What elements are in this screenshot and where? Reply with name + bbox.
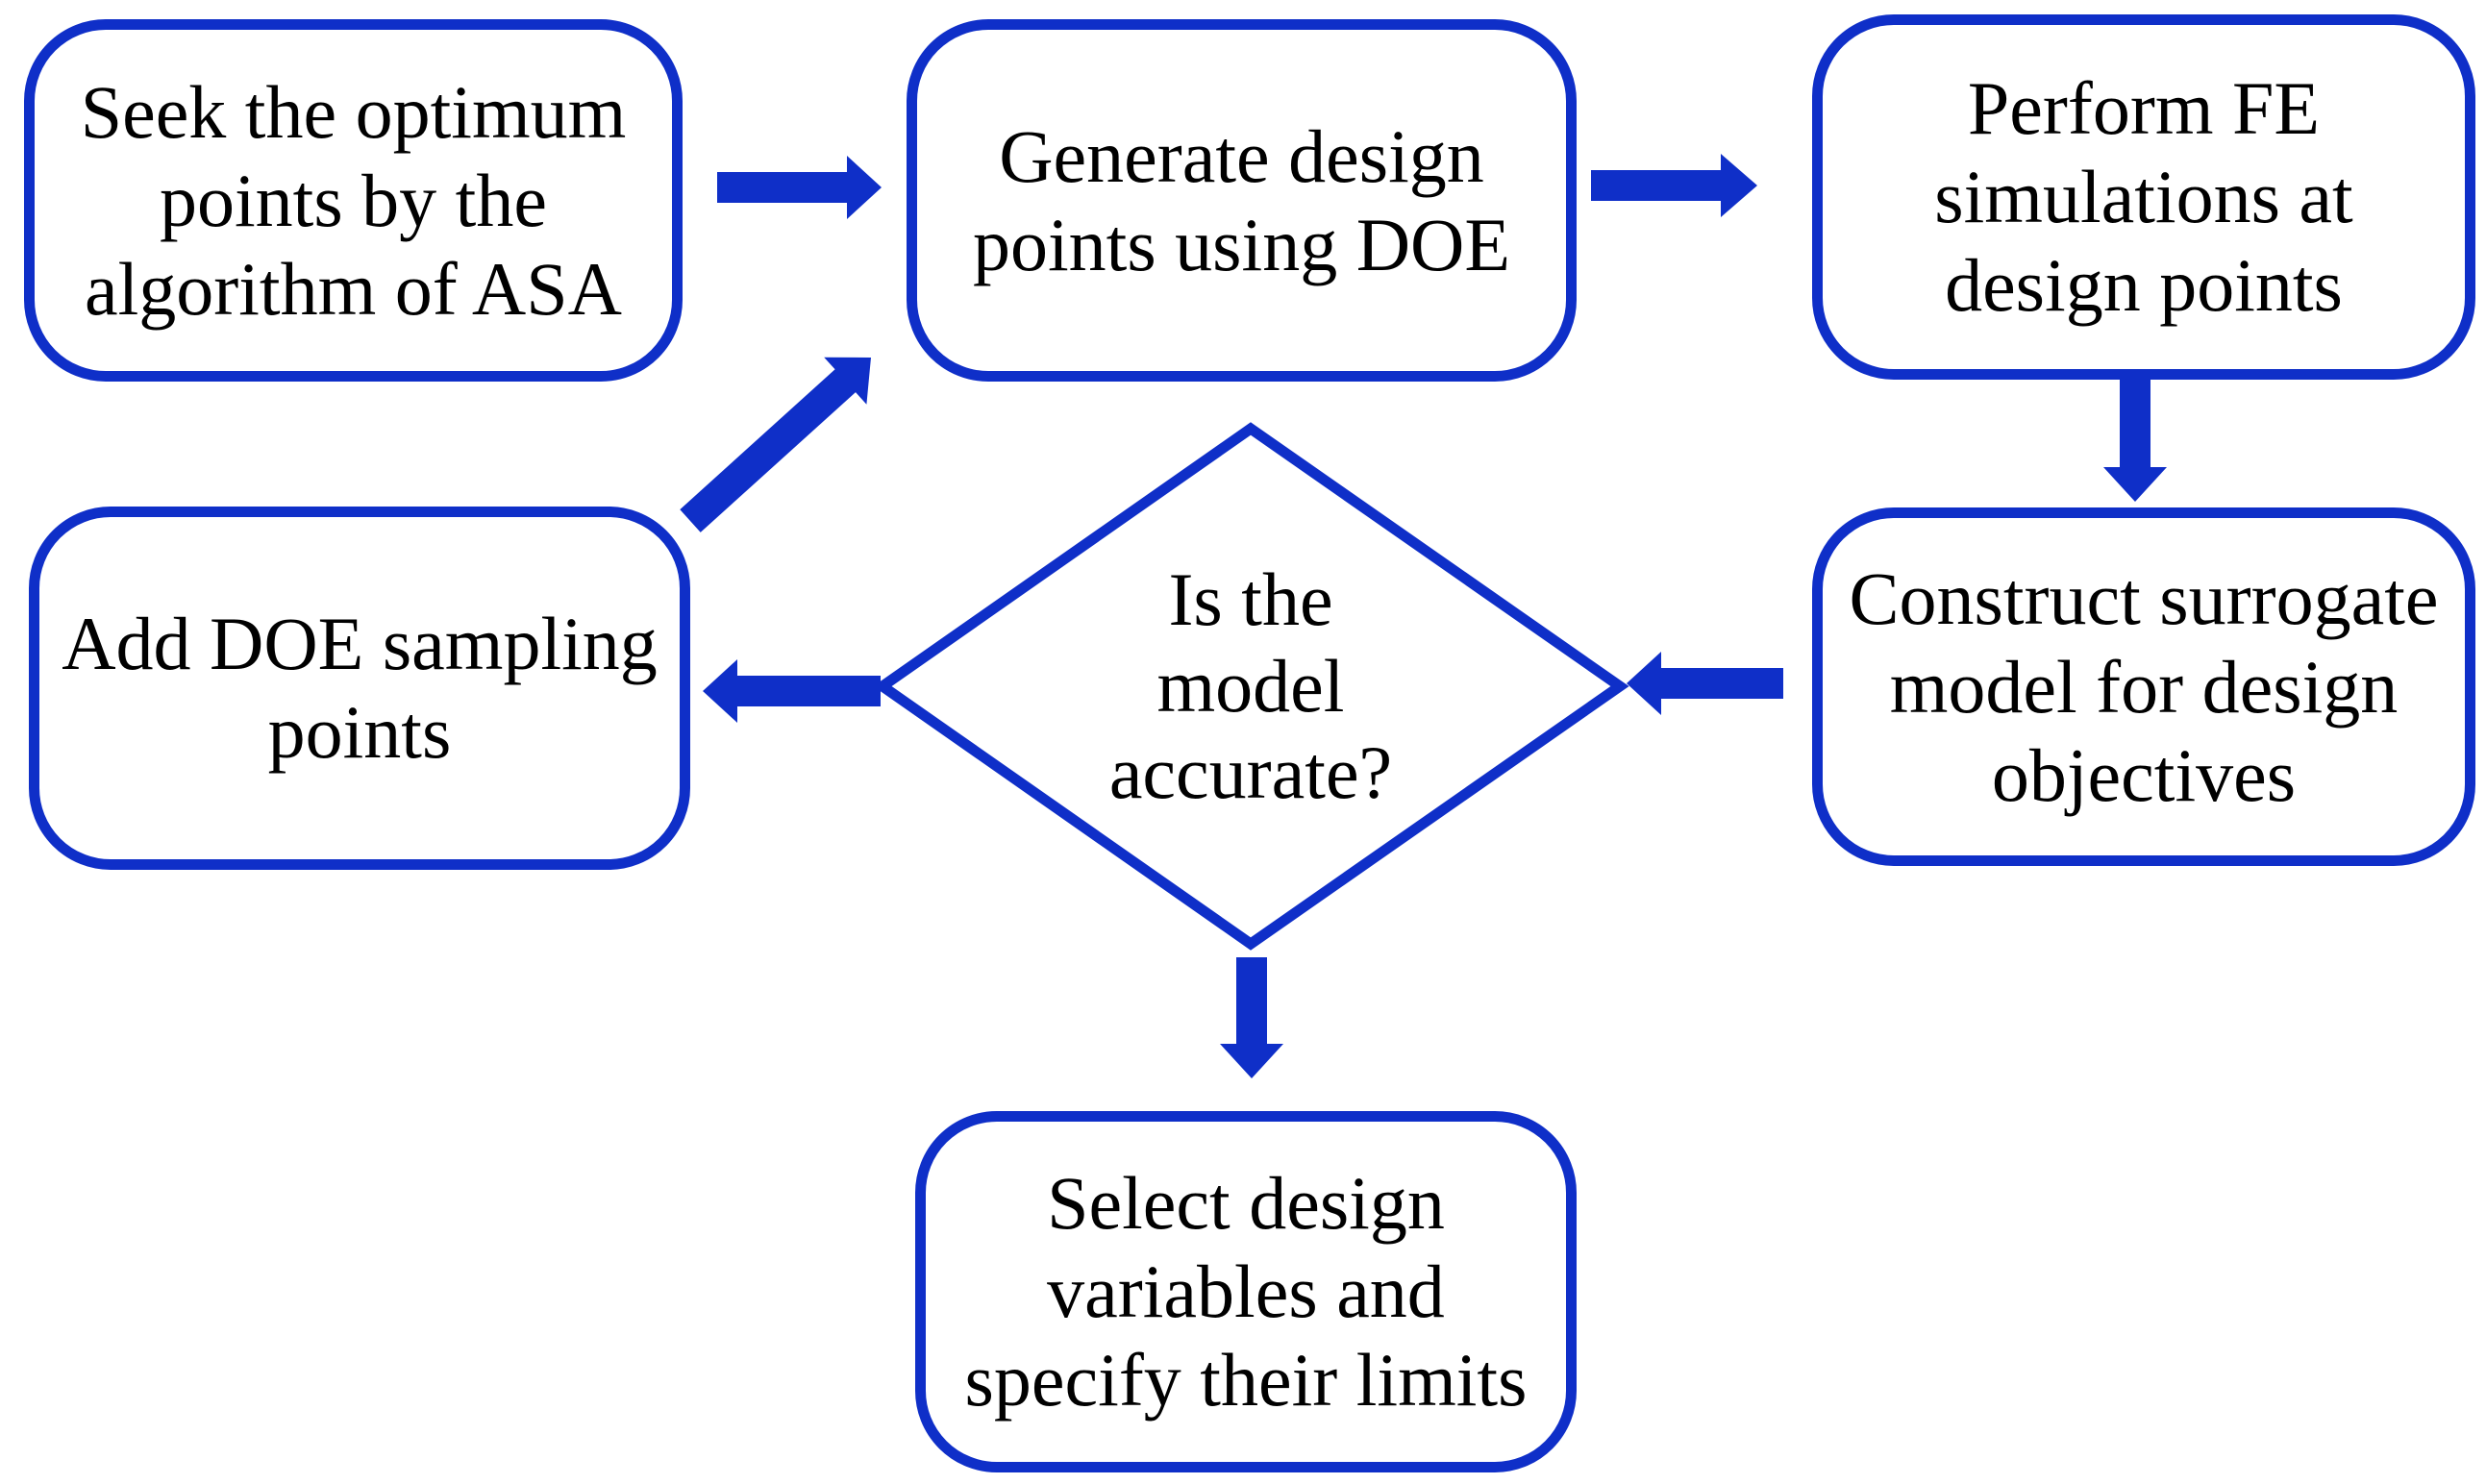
label-line: accurate? <box>1108 730 1393 814</box>
node-generate-design-points-label: Generate design points using DOE <box>973 112 1510 289</box>
arrow-right-icon <box>1591 154 1757 217</box>
node-select-design-variables: Select design variables and specify thei… <box>915 1111 1577 1472</box>
node-seek-optimum-label: Seek the optimum points by the algorithm… <box>81 68 627 334</box>
node-construct-surrogate-model: Construct surrogate model for design obj… <box>1812 507 2475 866</box>
label-line: design points <box>1945 243 2343 327</box>
arrow-left-icon <box>1627 652 1783 715</box>
node-add-doe-sampling-points-label: Add DOE sampling points <box>62 600 658 777</box>
arrow-right-icon <box>717 156 882 219</box>
label-line: model for design <box>1889 644 2399 729</box>
arrow-down-icon <box>2103 378 2167 502</box>
label-line: objectives <box>1991 732 2297 817</box>
label-line: Is the <box>1168 557 1333 641</box>
label-line: points by the <box>159 158 547 242</box>
label-line: Add DOE sampling <box>62 602 658 685</box>
label-line: Construct surrogate <box>1849 556 2439 640</box>
label-line: Select design <box>1047 1161 1445 1245</box>
arrow-down-icon <box>1220 957 1283 1078</box>
label-line: variables and <box>1047 1249 1445 1333</box>
node-perform-fe-simulations: Perform FE simulations at design points <box>1812 14 2475 380</box>
label-line: Seek the optimum <box>80 69 627 154</box>
node-add-doe-sampling-points: Add DOE sampling points <box>29 507 690 870</box>
label-line: Perform FE <box>1967 66 2321 150</box>
node-construct-surrogate-model-label: Construct surrogate model for design obj… <box>1849 555 2438 820</box>
arrow-left-icon <box>703 659 881 723</box>
label-line: simulations at <box>1934 155 2353 238</box>
label-line: model <box>1156 644 1345 728</box>
decision-diamond-shape <box>873 422 1629 951</box>
node-seek-optimum: Seek the optimum points by the algorithm… <box>24 19 683 382</box>
node-perform-fe-simulations-label: Perform FE simulations at design points <box>1934 64 2352 330</box>
node-decision-is-model-accurate: Is the model accurate? <box>962 547 1539 826</box>
label-line: Generate design <box>999 113 1484 198</box>
label-line: points using DOE <box>972 202 1511 286</box>
node-decision-label: Is the model accurate? <box>1109 556 1392 816</box>
label-line: specify their limits <box>964 1338 1528 1422</box>
node-select-design-variables-label: Select design variables and specify thei… <box>965 1159 1528 1424</box>
label-line: algorithm of ASA <box>84 246 622 331</box>
node-generate-design-points: Generate design points using DOE <box>907 19 1577 382</box>
arrow-up-right-icon <box>680 357 871 532</box>
label-line: points <box>267 690 452 774</box>
